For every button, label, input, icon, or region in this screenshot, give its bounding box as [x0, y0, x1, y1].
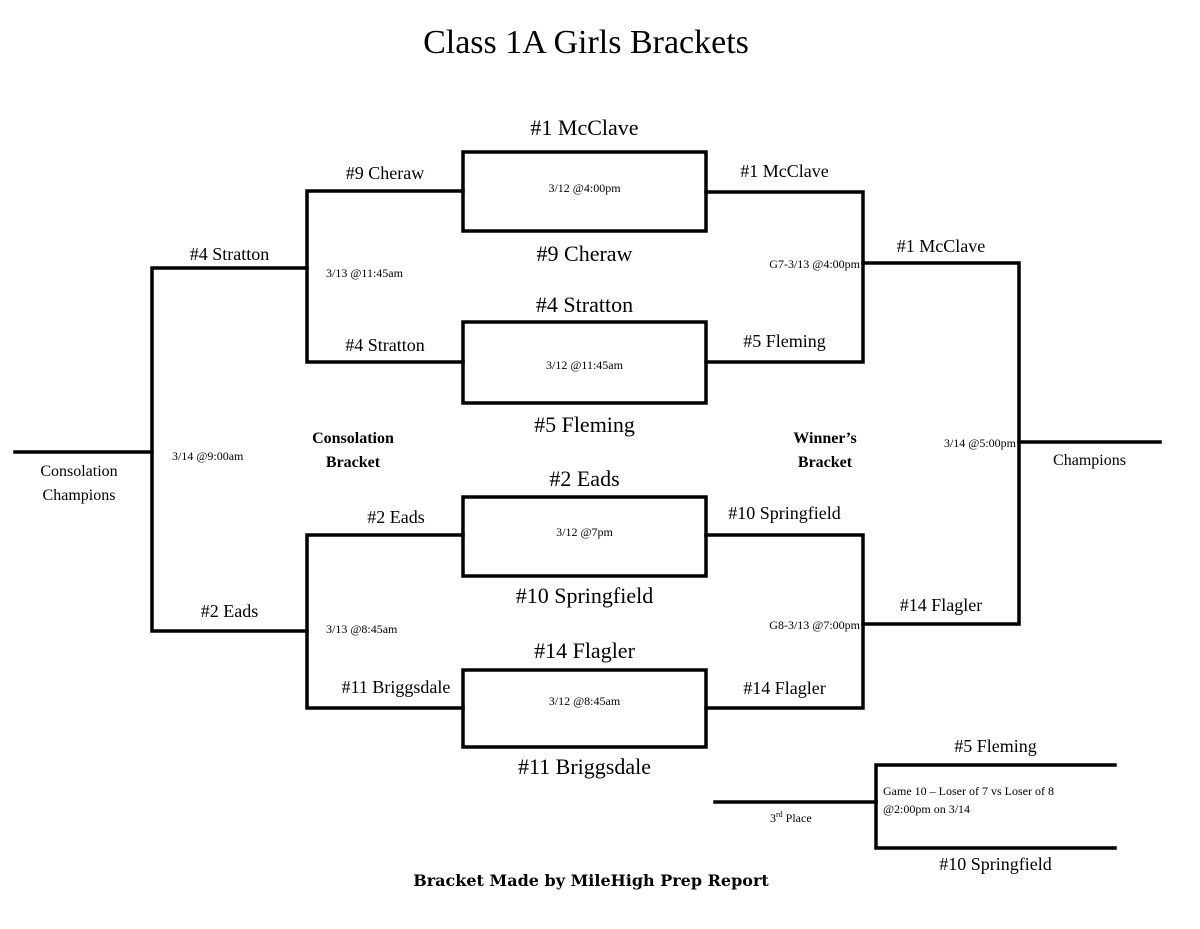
team-label-r1-g1-bottom: #9 Cheraw: [536, 241, 633, 266]
team-label-cs2-top: #2 Eads: [367, 507, 425, 527]
page-title: Class 1A Girls Brackets: [423, 24, 749, 61]
champions-label: Champions: [1053, 452, 1126, 469]
consolation-final-connector: [150, 266, 309, 633]
team-label-ws1-bottom: #5 Fleming: [743, 331, 826, 351]
team-label-wf-top: #1 McClave: [896, 236, 986, 256]
winners-bracket-label-line2: Bracket: [797, 454, 853, 471]
game-time-cs1: 3/13 @11:45am: [326, 266, 403, 280]
team-label-r1-g2-top: #4 Stratton: [535, 292, 634, 317]
team-label-r1-g4-bottom: #11 Briggsdale: [518, 754, 651, 779]
team-label-cs1-top: #9 Cheraw: [345, 163, 425, 183]
team-label-ws2-bottom: #14 Flagler: [743, 678, 826, 698]
third-place-label-number: 3: [770, 811, 776, 825]
game-time-cs2: 3/13 @8:45am: [326, 622, 398, 636]
game-time-wf: 3/14 @5:00pm: [943, 436, 1016, 450]
team-label-r1-g1-top: #1 McClave: [530, 115, 639, 140]
game-time-r1-g2: 3/12 @11:45am: [546, 358, 623, 372]
credit-text: Bracket Made by MileHigh Prep Report: [413, 871, 769, 890]
team-label-wf-bottom: #14 Flagler: [899, 595, 983, 615]
team-label-third-top: #5 Fleming: [954, 736, 1037, 756]
team-label-r1-g2-bottom: #5 Fleming: [534, 412, 635, 437]
team-label-r1-g4-top: #14 Flagler: [534, 638, 635, 663]
consolation-bracket-label-line2: Bracket: [325, 454, 381, 471]
game-time-cf: 3/14 @9:00am: [172, 449, 244, 463]
team-label-cs2-bottom: #11 Briggsdale: [341, 677, 451, 697]
consolation-champions-label-line2: Champions: [42, 487, 116, 504]
game-box-4: [461, 668, 708, 749]
third-place-game-line2: @2:00pm on 3/14: [883, 802, 971, 816]
winners-bracket-label-line1: Winner’s: [793, 430, 857, 447]
consolation-semi-connector-2: [305, 533, 465, 710]
team-label-r1-g3-bottom: #10 Springfield: [515, 583, 654, 608]
team-label-ws1-top: #1 McClave: [740, 161, 829, 181]
team-label-cf-bottom: #2 Eads: [200, 601, 259, 621]
team-label-r1-g3-top: #2 Eads: [549, 466, 620, 491]
team-label-cf-top: #4 Stratton: [189, 244, 270, 264]
game-time-ws1: G7-3/13 @4:00pm: [769, 257, 860, 271]
third-place-label-text: Place: [782, 811, 812, 825]
game-time-r1-g1: 3/12 @4:00pm: [548, 181, 621, 195]
third-place-box: [874, 763, 1117, 850]
winners-semi-connector-2: [704, 533, 865, 710]
winners-semi-connector-1: [704, 190, 865, 364]
game-time-r1-g4: 3/12 @8:45am: [548, 694, 621, 708]
third-place-label-sup: rd: [776, 810, 783, 819]
team-label-ws2-top: #10 Springfield: [728, 503, 841, 523]
consolation-bracket-label-line1: Consolation: [312, 430, 394, 447]
third-place-game-line1: Game 10 – Loser of 7 vs Loser of 8: [883, 784, 1054, 798]
game-time-r1-g3: 3/12 @7pm: [556, 525, 613, 539]
consolation-semi-connector-1: [305, 189, 465, 364]
team-label-cs1-bottom: #4 Stratton: [345, 335, 425, 355]
game-time-ws2: G8-3/13 @7:00pm: [769, 618, 860, 632]
consolation-champions-label-line1: Consolation: [40, 463, 118, 480]
team-label-third-bottom: #10 Springfield: [939, 854, 1052, 874]
third-place-label: 3rd Place: [770, 810, 812, 825]
